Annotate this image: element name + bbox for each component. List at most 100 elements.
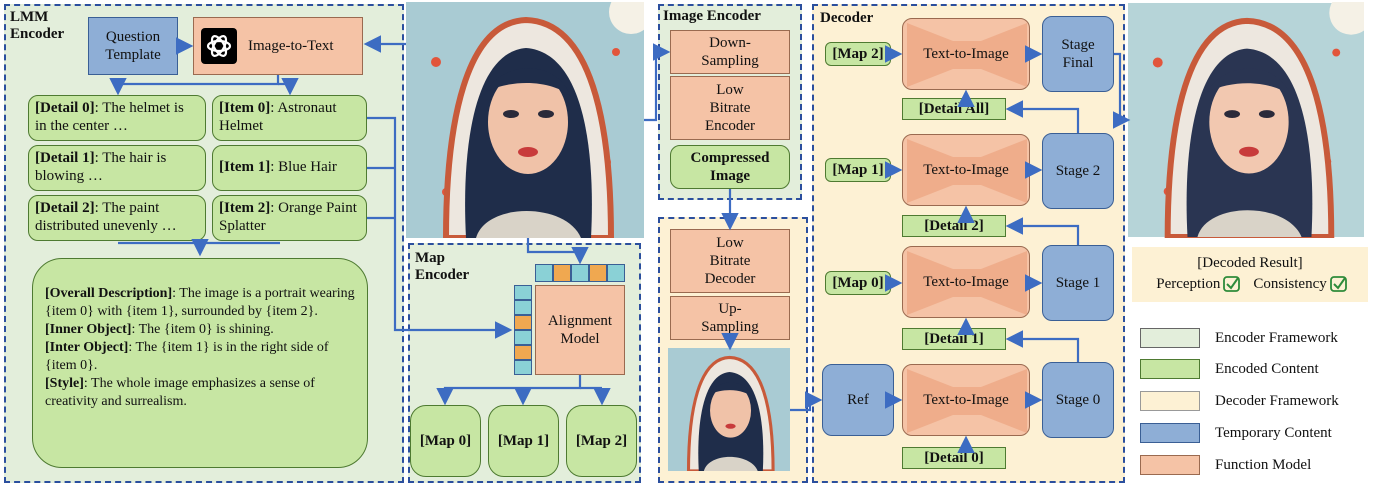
alignment-token-column [514, 285, 532, 375]
down-sampling-box: Down- Sampling [670, 30, 790, 74]
summary-inter: [Inter Object]: The {item 1} is in the r… [45, 339, 355, 375]
map-2-box: [Map 2] [566, 405, 637, 477]
detail-0-text: : The helmet is in the center … [35, 100, 184, 134]
summary-inter-key: [Inter Object] [45, 340, 129, 355]
ref-box: Ref [822, 364, 894, 436]
image-encoder-title: Image Encoder [663, 8, 761, 24]
alignment-token-row [535, 264, 625, 282]
item-1-text: : Blue Hair [270, 159, 337, 175]
hourglass-icon [907, 251, 1027, 315]
summary-style: [Style]: The whole image emphasizes a se… [45, 375, 355, 411]
legend-label: Temporary Content [1215, 425, 1332, 441]
item-2-box: [Item 2]: Orange Paint Splatter [212, 195, 367, 241]
output-image [1128, 2, 1364, 238]
hourglass-icon [907, 139, 1027, 203]
legend-label: Function Model [1215, 457, 1312, 473]
map-0-box: [Map 0] [410, 405, 481, 477]
t2i-box-0: Text-to-Image [902, 364, 1030, 436]
astronaut-decoded-icon [1128, 2, 1364, 238]
perception-label: Perception [1156, 276, 1221, 292]
legend-label: Decoder Framework [1215, 393, 1339, 409]
low-bitrate-encoder-box: Low Bitrate Encoder [670, 76, 790, 140]
decoder-detail-0-bar: [Detail 0] [902, 447, 1006, 469]
detail-2-key: [Detail 2] [35, 200, 95, 216]
decoded-result-checks: Perception Consistency [1136, 275, 1368, 293]
t2i-label-final: Text-to-Image [923, 46, 1009, 62]
item-1-key: [Item 1] [219, 159, 271, 175]
legend-swatch [1140, 328, 1200, 348]
decoder-map-1: [Map 1] [825, 158, 891, 182]
legend-swatch [1140, 423, 1200, 443]
t2i-box-2: Text-to-Image [902, 134, 1030, 206]
map-encoder-title: Map Encoder [415, 250, 470, 283]
decoder-detail-1-bar: [Detail 1] [902, 328, 1006, 350]
up-sampling-box: Up- Sampling [670, 296, 790, 340]
legend: Encoder Framework Encoded Content Decode… [1140, 326, 1375, 481]
legend-swatch [1140, 455, 1200, 475]
legend-label: Encoder Framework [1215, 330, 1338, 346]
t2i-box-final: Text-to-Image [902, 18, 1030, 90]
consistency-check-icon [1329, 276, 1348, 292]
openai-logo-icon [201, 28, 237, 64]
decoder-map-0: [Map 0] [825, 271, 891, 295]
detail-1-text: : The hair is blowing … [35, 150, 167, 184]
legend-swatch [1140, 391, 1200, 411]
compressed-image-box: Compressed Image [670, 145, 790, 189]
detail-all-bar: [Detail All] [902, 98, 1006, 120]
decoded-result-title: [Decoded Result] [1197, 255, 1303, 271]
summary-inner-text: : The {item 0} is shining. [131, 322, 274, 337]
consistency-label: Consistency [1253, 276, 1327, 292]
question-template-box: Question Template [88, 17, 178, 75]
item-0-key: [Item 0] [219, 100, 271, 116]
stage-2-box: Stage 2 [1042, 133, 1114, 209]
detail-2-text: : The paint distributed unevenly … [35, 200, 177, 234]
legend-item-encoder-framework: Encoder Framework [1140, 326, 1375, 350]
decoded-result-box: [Decoded Result] Perception Consistency [1132, 247, 1368, 302]
summary-overall: [Overall Description]: The image is a po… [45, 285, 355, 321]
detail-0-key: [Detail 0] [35, 100, 95, 116]
input-image [406, 2, 644, 238]
legend-item-function-model: Function Model [1140, 453, 1375, 477]
legend-item-encoded-content: Encoded Content [1140, 357, 1375, 381]
lmm-encoder-title: LMM Encoder [10, 9, 65, 42]
detail-1-key: [Detail 1] [35, 150, 95, 166]
summary-style-key: [Style] [45, 376, 84, 391]
hourglass-icon [907, 23, 1027, 87]
t2i-box-1: Text-to-Image [902, 246, 1030, 318]
summary-style-text: : The whole image emphasizes a sense of … [45, 376, 315, 409]
stage-0-box: Stage 0 [1042, 362, 1114, 438]
legend-item-temporary-content: Temporary Content [1140, 421, 1375, 445]
low-res-image [668, 348, 790, 471]
detail-1-box: [Detail 1]: The hair is blowing … [28, 145, 206, 191]
image-to-text-label: Image-to-Text [248, 38, 334, 54]
alignment-model-box: Alignment Model [535, 285, 625, 375]
item-1-box: [Item 1]: Blue Hair [212, 145, 367, 191]
summary-inner: [Inner Object]: The {item 0} is shining. [45, 321, 355, 339]
decoder-title: Decoder [820, 10, 874, 26]
detail-0-box: [Detail 0]: The helmet is in the center … [28, 95, 206, 141]
summary-inter-text: : The {item 1} is in the right side of {… [45, 340, 329, 373]
stage-final-box: Stage Final [1042, 16, 1114, 92]
summary-inner-key: [Inner Object] [45, 322, 132, 337]
item-2-text: : Orange Paint Splatter [219, 200, 357, 234]
decoder-detail-2-bar: [Detail 2] [902, 215, 1006, 237]
map-1-box: [Map 1] [488, 405, 559, 477]
legend-swatch [1140, 359, 1200, 379]
t2i-label-0: Text-to-Image [923, 392, 1009, 408]
t2i-label-1: Text-to-Image [923, 274, 1009, 290]
astronaut-lowres-icon [668, 348, 790, 471]
decoder-map-2: [Map 2] [825, 42, 891, 66]
perception-check-icon [1223, 276, 1241, 292]
stage-1-box: Stage 1 [1042, 245, 1114, 321]
astronaut-portrait-icon [406, 2, 644, 238]
low-bitrate-decoder-box: Low Bitrate Decoder [670, 229, 790, 293]
detail-2-box: [Detail 2]: The paint distributed uneven… [28, 195, 206, 241]
summary-overall-key: [Overall Description] [45, 286, 173, 301]
legend-label: Encoded Content [1215, 361, 1319, 377]
summary-box: [Overall Description]: The image is a po… [32, 258, 368, 468]
item-2-key: [Item 2] [219, 200, 271, 216]
item-0-box: [Item 0]: Astronaut Helmet [212, 95, 367, 141]
legend-item-decoder-framework: Decoder Framework [1140, 389, 1375, 413]
image-to-text-box: Image-to-Text [193, 17, 363, 75]
t2i-label-2: Text-to-Image [923, 162, 1009, 178]
